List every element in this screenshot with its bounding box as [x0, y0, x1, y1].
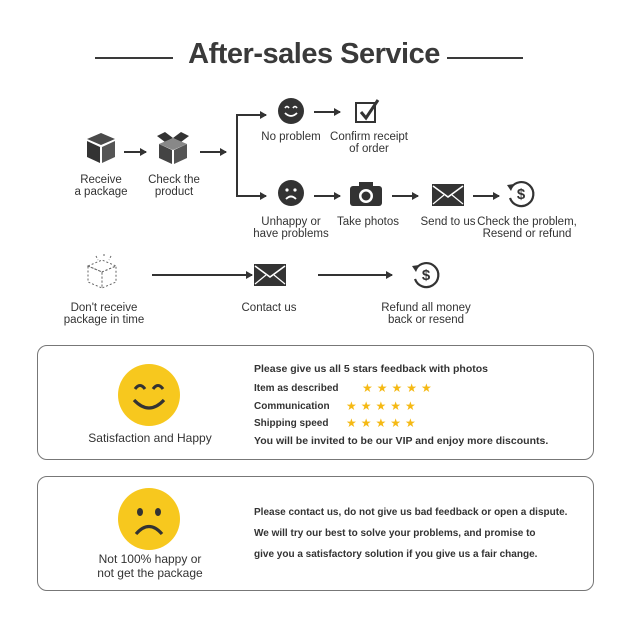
confirm-label: Confirm receipt of order [330, 131, 408, 155]
missing-package-icon [84, 254, 120, 290]
unhappy-label: Unhappy or have problems [253, 216, 329, 240]
arrow [236, 111, 267, 118]
branch-line [236, 114, 238, 196]
check-label: Check the product [148, 174, 200, 198]
resend-label: Check the problem, Resend or refund [477, 216, 577, 240]
open-box-icon [153, 130, 193, 166]
happy-label: Satisfaction and Happy [88, 431, 212, 445]
unhappy-box-label: Not 100% happy or not get the package [97, 552, 203, 580]
refund-icon: $ [410, 259, 442, 291]
arrow [236, 192, 267, 199]
refund-icon: $ [505, 178, 537, 210]
dispute-line-2: We will try our best to solve your probl… [254, 528, 536, 539]
arrow [473, 192, 500, 199]
svg-text:$: $ [517, 186, 526, 203]
send-label: Send to us [420, 216, 476, 228]
arrow [314, 192, 341, 199]
photos-label: Take photos [336, 216, 399, 228]
arrow [392, 192, 419, 199]
page-title: After-sales Service [188, 38, 440, 70]
feedback-headline: Please give us all 5 stars feedback with… [254, 363, 489, 375]
package-icon [82, 131, 120, 165]
rating-label: Communication [254, 401, 330, 412]
arrow [152, 271, 253, 278]
envelope-icon [430, 182, 466, 208]
title-rule-left [95, 57, 173, 59]
receive-label: Receive a package [74, 174, 128, 198]
svg-text:$: $ [422, 267, 431, 284]
camera-icon [348, 180, 384, 208]
not-received-label: Don't receive package in time [63, 302, 145, 326]
refund-label: Refund all money back or resend [381, 302, 471, 326]
vip-note: You will be invited to be our VIP and en… [254, 435, 549, 447]
title-rule-right [447, 57, 523, 59]
contact-label: Contact us [241, 302, 297, 314]
no-problem-label: No problem [261, 131, 321, 143]
smiley-icon [116, 362, 182, 428]
envelope-icon [252, 262, 288, 288]
arrow [200, 148, 227, 155]
arrow [314, 108, 341, 115]
sad-smiley-icon [116, 486, 182, 552]
star-rating: ★★★★★ [362, 381, 436, 395]
happy-face-icon [276, 96, 306, 126]
checkbox-icon [352, 96, 382, 126]
star-rating: ★★★★★ [346, 416, 420, 430]
rating-label: Item as described [254, 383, 339, 394]
dispute-line-1: Please contact us, do not give us bad fe… [254, 507, 568, 518]
sad-face-icon [276, 178, 306, 208]
arrow [124, 148, 147, 155]
rating-label: Shipping speed [254, 418, 329, 429]
arrow [318, 271, 393, 278]
dispute-line-3: give you a satisfactory solution if you … [254, 549, 538, 560]
star-rating: ★★★★★ [346, 399, 420, 413]
